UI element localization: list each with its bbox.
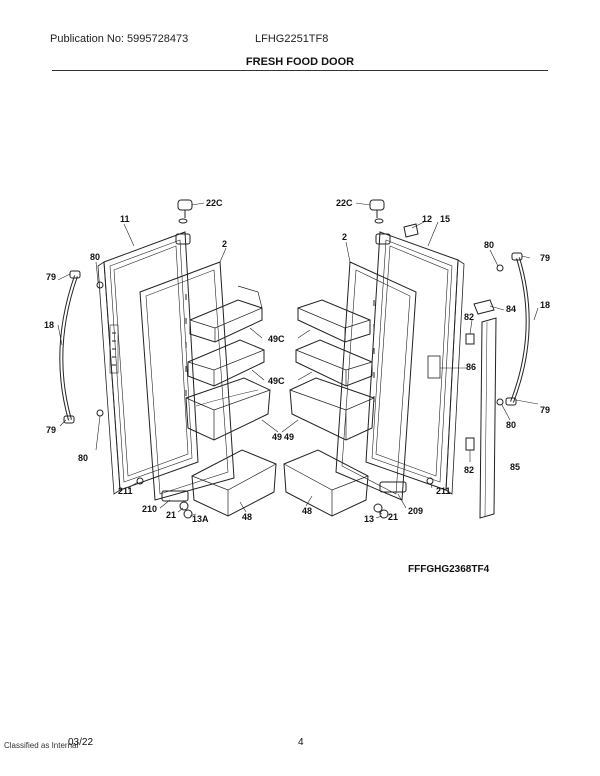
callout-85: 85 xyxy=(510,462,520,472)
callout-80-right-top: 80 xyxy=(484,240,494,250)
fresh-food-door-exploded-diagram: 22C 22C 11 12 15 2 2 80 80 79 79 18 18 8… xyxy=(44,198,550,524)
callout-21-left: 21 xyxy=(166,510,176,520)
left-door-bin-49c-upper xyxy=(189,285,263,343)
page-title: FRESH FOOD DOOR xyxy=(245,56,355,68)
callout-13: 13 xyxy=(364,514,374,524)
callout-49c-lower: 49C xyxy=(268,376,285,386)
callout-209: 209 xyxy=(408,506,423,516)
callout-2-right: 2 xyxy=(342,232,347,242)
figure-code: FFFGHG2368TF4 xyxy=(408,564,490,575)
right-door-bin-48 xyxy=(283,449,369,517)
leader-lines xyxy=(57,202,539,519)
callout-18-left: 18 xyxy=(44,320,54,330)
right-door-bin-49c-lower xyxy=(295,339,373,387)
callout-49-left: 49 xyxy=(272,432,282,442)
callout-211-right: 211 xyxy=(436,486,451,496)
left-door-outer-panel xyxy=(97,231,199,495)
classification-label: Classified as Internal xyxy=(4,741,79,750)
left-handle xyxy=(59,270,81,424)
callout-84: 84 xyxy=(506,304,516,314)
callout-11: 11 xyxy=(120,214,130,224)
right-door-bin-49 xyxy=(289,377,375,441)
publication-number: Publication No: 5995728473 xyxy=(50,33,189,45)
left-door-bin-48 xyxy=(191,449,277,517)
header-divider xyxy=(52,70,548,71)
callout-82-top: 82 xyxy=(464,312,474,322)
callout-49c-upper: 49C xyxy=(268,334,285,344)
callout-18-right: 18 xyxy=(540,300,550,310)
page-number: 4 xyxy=(298,737,304,748)
callout-79-left-top: 79 xyxy=(46,272,56,282)
callout-15: 15 xyxy=(440,214,450,224)
callout-48-right: 48 xyxy=(302,506,312,516)
callout-210: 210 xyxy=(142,504,157,514)
callout-2-left: 2 xyxy=(222,239,227,249)
callout-80-left-top: 80 xyxy=(90,252,100,262)
callout-48-left: 48 xyxy=(242,512,252,522)
callout-80-right-bottom: 80 xyxy=(506,420,516,430)
callout-79-right-top: 79 xyxy=(540,253,550,263)
callout-22c-right: 22C xyxy=(336,198,353,208)
footer-date: 03/22 xyxy=(68,737,94,748)
right-door-trim-85 xyxy=(479,317,497,519)
callout-79-left-bottom: 79 xyxy=(46,425,56,435)
callout-22c-left: 22C xyxy=(206,198,223,208)
right-door-bin-49c-upper xyxy=(297,299,371,343)
callout-86: 86 xyxy=(466,362,476,372)
callout-79-right-bottom: 79 xyxy=(540,405,550,415)
right-hinge-parts xyxy=(369,199,504,519)
callout-49-right: 49 xyxy=(284,432,294,442)
right-door-outer-panel xyxy=(365,231,465,495)
model-number: LFHG2251TF8 xyxy=(255,33,329,45)
left-door-bin-49c-lower xyxy=(187,339,265,387)
left-door-bin-49 xyxy=(185,377,271,441)
callout-12: 12 xyxy=(422,214,432,224)
callout-13a: 13A xyxy=(192,514,209,524)
callout-80-left-bottom: 80 xyxy=(78,453,88,463)
left-door-gasket xyxy=(139,261,235,501)
callout-21-right: 21 xyxy=(388,512,398,522)
callout-82-bottom: 82 xyxy=(464,465,474,475)
right-handle xyxy=(505,252,530,406)
callout-211-left: 211 xyxy=(118,486,133,496)
